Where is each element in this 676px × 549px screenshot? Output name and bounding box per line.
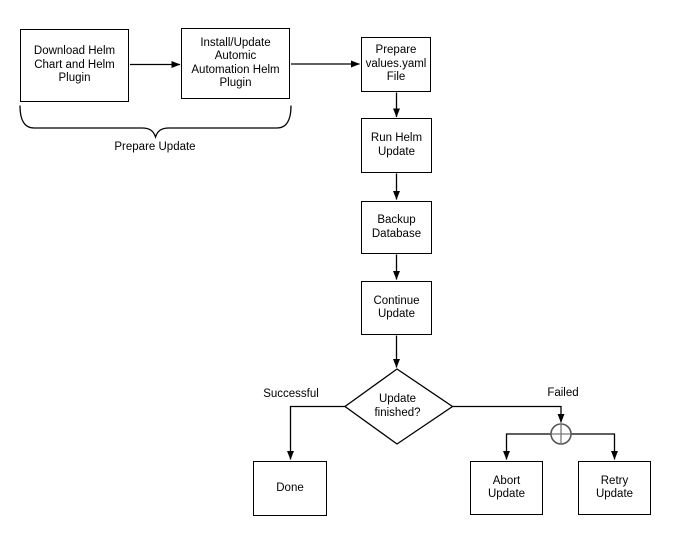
node-abort-update-label: Abort Update [487, 474, 526, 501]
node-done: Done [253, 461, 327, 516]
node-install-update-plugin-label: Install/Update Automic Automation Helm P… [191, 36, 280, 90]
node-abort-update: Abort Update [470, 461, 543, 515]
node-continue-update-label: Continue Update [373, 294, 420, 321]
edge-label-successful: Successful [263, 388, 319, 400]
connector-junction-to-retry [571, 433, 618, 460]
decision-update-finished-label: Update finished? [374, 393, 421, 419]
node-run-helm-update: Run Helm Update [361, 118, 432, 173]
brace-label-prepare-update: Prepare Update [114, 141, 196, 153]
edge-label-failed: Failed [547, 387, 579, 399]
node-retry-update: Retry Update [578, 461, 651, 515]
node-retry-update-label: Retry Update [595, 474, 634, 501]
connector-decision-to-done [287, 405, 345, 460]
node-continue-update: Continue Update [361, 281, 432, 335]
node-prepare-values-yaml: Prepare values.yaml File [361, 37, 431, 92]
xor-junction-icon [550, 423, 572, 445]
decision-diamond-shape [343, 368, 454, 445]
node-prepare-values-yaml-label: Prepare values.yaml File [365, 44, 427, 84]
node-done-label: Done [276, 481, 304, 494]
connector-junction-to-abort [503, 433, 551, 460]
brace-prepare-update [19, 105, 292, 140]
node-run-helm-update-label: Run Helm Update [370, 132, 423, 158]
node-install-update-plugin: Install/Update Automic Automation Helm P… [181, 28, 290, 99]
node-download-helm-chart: Download Helm Chart and Helm Plugin [20, 29, 129, 102]
node-download-helm-chart-label: Download Helm Chart and Helm Plugin [33, 45, 116, 85]
node-backup-database: Backup Database [361, 201, 432, 254]
connector-decision-to-junction [452, 405, 565, 423]
node-backup-database-label: Backup Database [371, 214, 422, 240]
